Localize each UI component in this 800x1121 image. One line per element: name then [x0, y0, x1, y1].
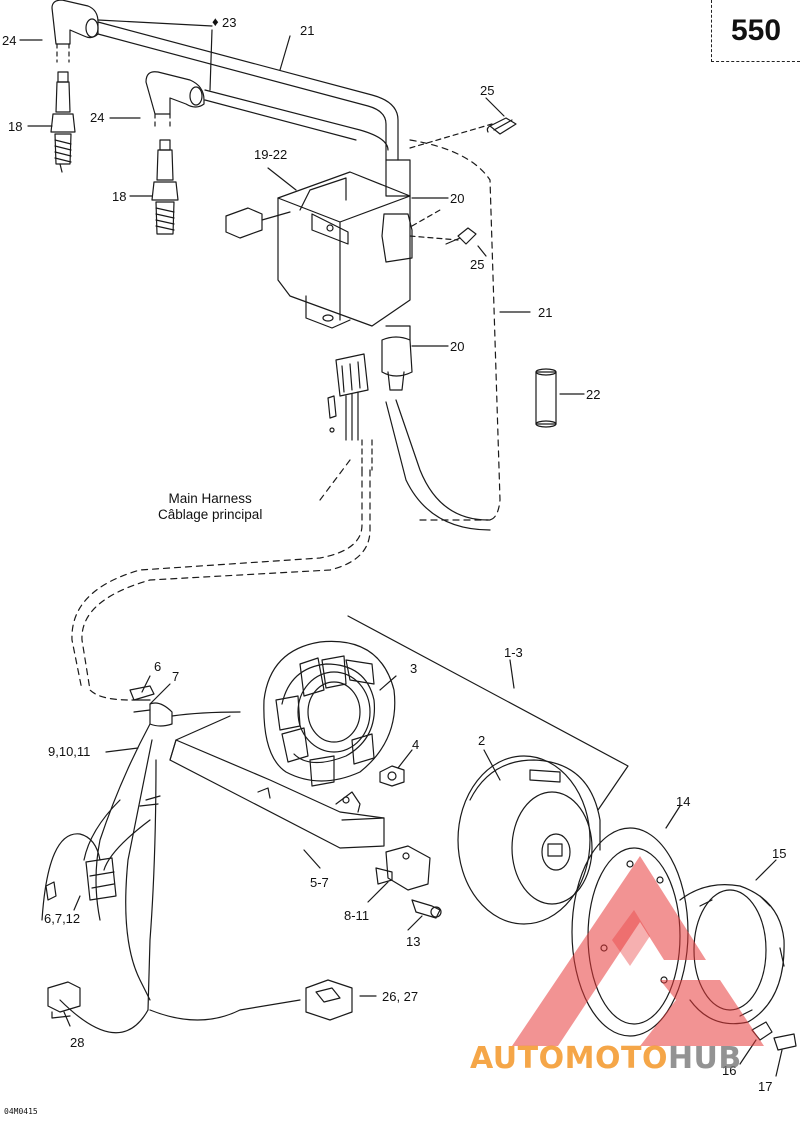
- callout-17: 17: [758, 1079, 773, 1094]
- callout-3: 3: [410, 661, 418, 676]
- connector-26-27: [305, 979, 353, 1021]
- callout-18-a: 18: [8, 119, 23, 134]
- harness-connector: [327, 353, 373, 471]
- spark-plug-cap-2: [145, 71, 205, 129]
- high-tension-wire-upper: [97, 21, 399, 161]
- callout-21-b: 21: [538, 305, 553, 320]
- callout-25-b: 25: [470, 257, 485, 272]
- callout-13: 13: [406, 934, 421, 949]
- watermark-text: AUTOMOTOHUB: [470, 1041, 742, 1076]
- coil-screw-lower: [445, 227, 477, 245]
- callout-9-10-11: 9,10,11: [48, 744, 91, 759]
- callout-15: 15: [772, 846, 787, 861]
- watermark-text-part2: HUB: [667, 1041, 742, 1076]
- callout-6: 6: [154, 659, 162, 674]
- group-bracket: [347, 615, 629, 811]
- main-harness-label-fr: Câblage principal: [158, 507, 263, 522]
- leader-lines: [19, 19, 783, 1077]
- callout-1-3: 1-3: [504, 645, 523, 660]
- callout-16: 16: [722, 1063, 737, 1078]
- main-harness-label-en: Main Harness: [168, 491, 252, 506]
- coil-screw-upper: [486, 117, 517, 135]
- high-tension-wire-lower: [385, 139, 501, 531]
- flywheel: [457, 755, 601, 925]
- callout-22: 22: [586, 387, 601, 402]
- main-harness-label: Main Harness Câblage principal: [158, 491, 262, 523]
- spark-plug-cap-1: [51, 0, 99, 63]
- callout-24-b: 24: [90, 110, 105, 125]
- callout-24-a: 24: [2, 33, 17, 48]
- coil-boot-upper: [381, 159, 413, 263]
- sensor: [375, 845, 431, 891]
- model-number-box: 550: [711, 0, 800, 62]
- callout-23-drop-icon: ♦: [212, 14, 219, 29]
- callout-25-a: 25: [480, 83, 495, 98]
- callout-23: 23: [222, 15, 237, 30]
- coil-boot-lower: [381, 325, 413, 391]
- stator-screw: [379, 765, 405, 787]
- callout-21-a: 21: [300, 23, 315, 38]
- trigger-coil: [169, 715, 385, 849]
- callout-20-a: 20: [450, 191, 465, 206]
- model-number: 550: [730, 13, 782, 47]
- watermark-logo: [512, 856, 764, 1046]
- callout-7: 7: [172, 669, 180, 684]
- callout-2: 2: [478, 733, 486, 748]
- callout-8-11: 8-11: [344, 908, 370, 923]
- callout-6-7-12: 6,7,12: [44, 911, 81, 926]
- callout-19-22: 19-22: [254, 147, 288, 162]
- callout-20-b: 20: [450, 339, 465, 354]
- callout-5-7: 5-7: [310, 875, 329, 890]
- spark-plug-2: [151, 139, 179, 235]
- callout-28: 28: [70, 1035, 85, 1050]
- stator: [263, 640, 396, 787]
- watermark-text-part1: AUTOMOTO: [470, 1041, 668, 1076]
- guide-lines: [409, 123, 493, 241]
- sensor-screw: [411, 899, 442, 919]
- harness-route: [71, 459, 371, 701]
- ignition-coil: [225, 171, 411, 329]
- figure-code: 04M0415: [4, 1107, 38, 1116]
- callout-26-27: 26, 27: [382, 989, 419, 1004]
- cable-sleeve: [535, 368, 557, 428]
- callout-4: 4: [412, 737, 420, 752]
- callout-14: 14: [676, 794, 691, 809]
- connector-28: [47, 981, 81, 1019]
- lower-harness: [41, 685, 301, 1034]
- spark-plug-1: [50, 71, 76, 173]
- callout-18-b: 18: [112, 189, 127, 204]
